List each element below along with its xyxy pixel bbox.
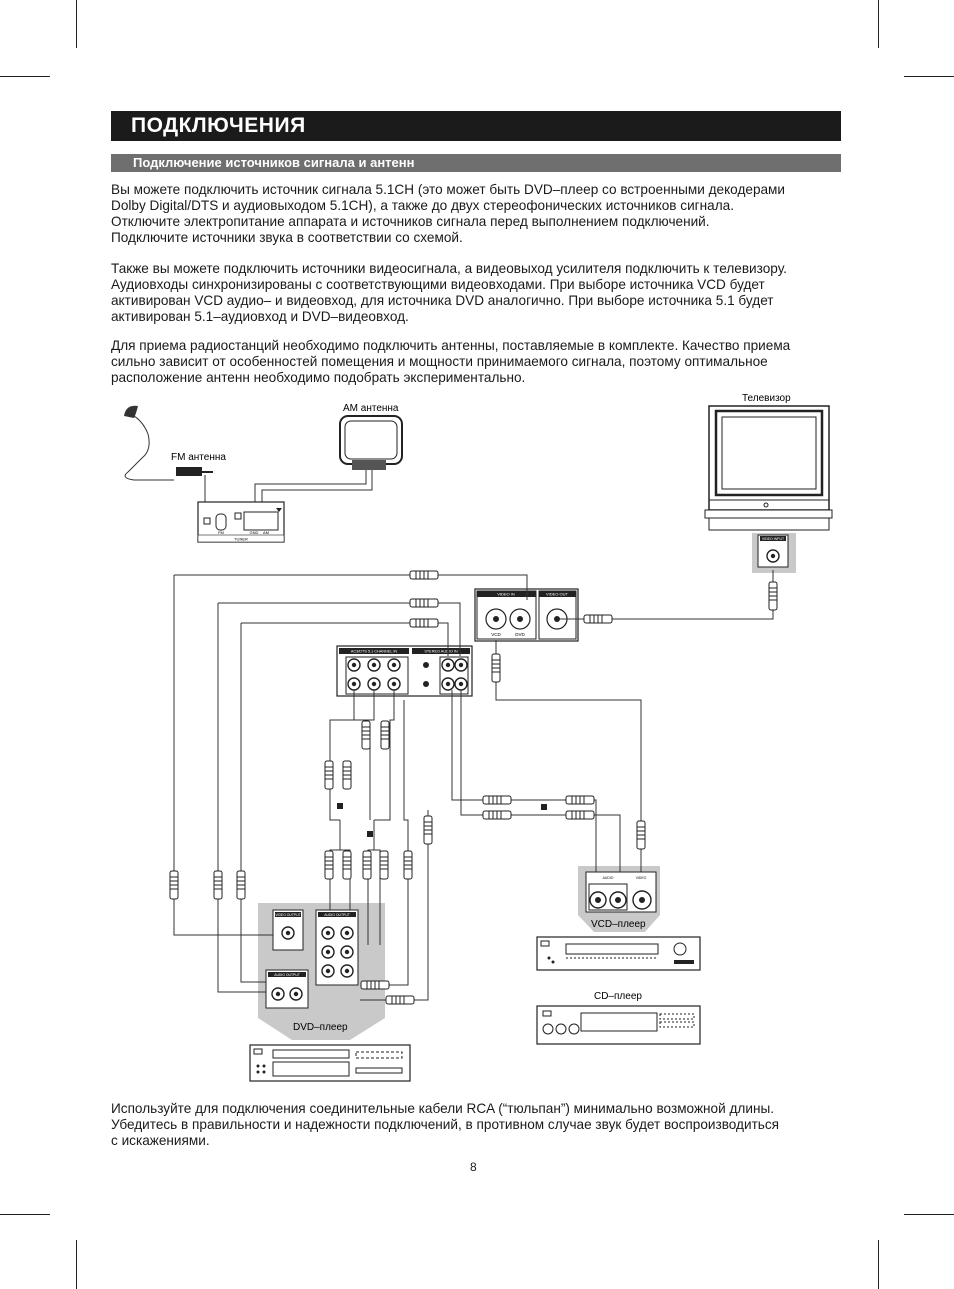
text-line: Убедитесь в правильности и надежности по… <box>111 1117 780 1132</box>
svg-text:VCD: VCD <box>491 632 501 637</box>
am-antenna-label: АМ антенна <box>343 403 399 414</box>
tv-label: Телевизор <box>742 393 791 404</box>
svg-text:VIDEO IN: VIDEO IN <box>497 592 515 597</box>
svg-text:AUDIO: AUDIO <box>603 876 614 880</box>
vcd-output-panel: AUDIO VIDEO <box>585 871 657 913</box>
svg-text:VIDEO OUT: VIDEO OUT <box>546 592 569 597</box>
cd-player-label: CD–плеер <box>594 991 642 1002</box>
svg-text:VIDEO: VIDEO <box>636 876 647 880</box>
dvd-player-label: DVD–плеер <box>293 1022 348 1033</box>
footer-paragraph: Используйте для подключения соединительн… <box>111 1101 846 1149</box>
vcd-player-device <box>536 936 701 971</box>
crop-mark <box>0 76 50 77</box>
section-title: Подключение источников сигнала и антенн <box>133 155 415 170</box>
svg-text:TUNER: TUNER <box>234 537 248 542</box>
dvd-player-device <box>249 1044 411 1082</box>
svg-text:AUDIO OUTPUT: AUDIO OUTPUT <box>324 913 350 917</box>
svg-text:DVD: DVD <box>515 632 525 637</box>
svg-text:GND: GND <box>250 530 259 535</box>
section-title-bar: Подключение источников сигнала и антенн <box>111 154 841 172</box>
fm-antenna-label: FM антенна <box>171 452 226 463</box>
text-line: активирован 5.1–аудиовход и DVD–видеовхо… <box>111 309 409 324</box>
svg-text:AUDIO OUTPUT: AUDIO OUTPUT <box>274 973 300 977</box>
page-title: ПОДКЛЮЧЕНИЯ <box>131 114 306 137</box>
cables <box>173 570 774 1001</box>
text-line: активирован VCD аудио– и видеовход, для … <box>111 293 774 308</box>
crop-mark <box>0 1214 50 1215</box>
text-line: Также вы можете подключить источники вид… <box>111 261 787 276</box>
svg-text:AC3/DTS 5.1 CHANNEL IN: AC3/DTS 5.1 CHANNEL IN <box>351 650 398 654</box>
dvd-output-panel: VIDEO OUTPUT AUDIO OUTPUT AUDIO OUTPUT <box>265 909 359 1009</box>
text-line: сильно зависит от особенностей помещения… <box>111 354 768 369</box>
svg-text:VIDEO OUTPUT: VIDEO OUTPUT <box>275 913 300 917</box>
crop-mark <box>76 1240 77 1289</box>
audio-input-panel: AC3/DTS 5.1 CHANNEL IN STEREO AUDIO IN <box>336 645 473 697</box>
crop-mark <box>878 1240 879 1289</box>
text-line: Отключите электропитание аппарата и исто… <box>111 214 710 229</box>
text-line: Используйте для подключения соединительн… <box>111 1101 774 1116</box>
page-title-bar: ПОДКЛЮЧЕНИЯ <box>111 111 841 141</box>
crop-mark <box>878 0 879 48</box>
page-number: 8 <box>470 1160 477 1174</box>
svg-text:FM: FM <box>218 530 224 535</box>
tuner-panel: FM GND AM TUNER <box>197 501 285 543</box>
crop-mark <box>76 0 77 48</box>
intro-paragraph-1: Вы можете подключить источник сигнала 5.… <box>111 182 846 246</box>
intro-paragraph-3: Для приема радиостанций необходимо подкл… <box>111 338 846 386</box>
crop-mark <box>904 1214 954 1215</box>
text-line: Подключите источники звука в соответстви… <box>111 230 463 245</box>
text-line: Аудиовходы синхронизированы с соответств… <box>111 277 765 292</box>
vcd-player-label: VCD–плеер <box>591 919 646 930</box>
svg-text:VIDEO INPUT: VIDEO INPUT <box>762 537 785 541</box>
svg-text:STEREO AUDIO IN: STEREO AUDIO IN <box>424 650 458 654</box>
crop-mark <box>904 76 954 77</box>
text-line: расположение антенн необходимо подобрать… <box>111 370 526 385</box>
am-antenna <box>254 415 403 516</box>
cd-player-device <box>536 1005 701 1045</box>
text-line: с искажениями. <box>111 1133 210 1148</box>
intro-paragraph-2: Также вы можете подключить источники вид… <box>111 261 846 325</box>
text-line: Для приема радиостанций необходимо подкл… <box>111 338 791 353</box>
text-line: Вы можете подключить источник сигнала 5.… <box>111 182 785 197</box>
tv-set: VIDEO INPUT <box>704 405 833 568</box>
svg-text:AM: AM <box>263 530 269 535</box>
text-line: Dolby Digital/DTS и аудиовыходом 5.1CH),… <box>111 198 734 213</box>
video-panel: VIDEO IN VIDEO OUT VCD DVD <box>474 588 579 642</box>
